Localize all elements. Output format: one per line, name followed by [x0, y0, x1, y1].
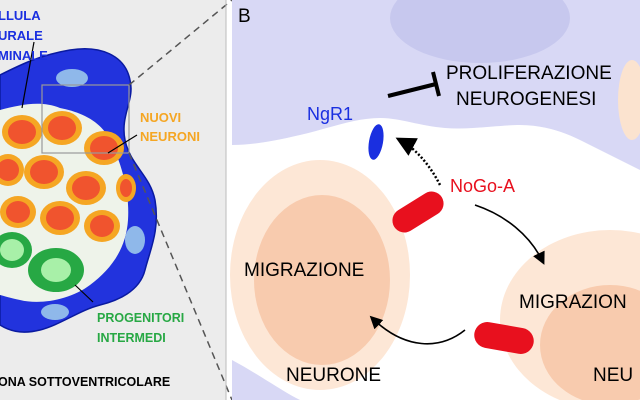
ngr1-receptor: [368, 124, 384, 160]
new-neurons-label-line-2: NEURONI: [140, 129, 200, 144]
progenitors-label-line-2: INTERMEDI: [97, 331, 166, 345]
migration-arrow-left: [369, 315, 466, 345]
progenitors-label-line-1: PROGENITORI: [97, 311, 184, 325]
neuron-2-nucleus: [540, 285, 640, 400]
intermediate-progenitors: [0, 232, 84, 292]
stem-cell-label-line-3: MINALE: [0, 48, 48, 63]
ligand-label: NoGo-A: [450, 176, 515, 196]
neuron-label-2: NEU: [593, 365, 633, 386]
stem-cell-label-line-1: LLULA: [0, 8, 41, 23]
cell-nucleus: [56, 69, 88, 87]
zone-label: ONA SOTTOVENTRICOLARE: [0, 375, 170, 389]
inhibition-bar: [431, 71, 441, 97]
pointer-line: [107, 134, 138, 154]
migration-label-2: MIGRAZION: [519, 292, 627, 313]
pointer-line: [21, 41, 35, 109]
neuron-label-1: NEURONE: [286, 365, 381, 386]
migration-label-1: MIGRAZIONE: [244, 260, 364, 281]
receptor-label: NgR1: [307, 104, 353, 124]
cell-edge: [232, 360, 300, 400]
inhibition-arrow: [387, 82, 437, 98]
panel-a: LLULA URALE MINALE NUOVI NEURONI PROGENI…: [0, 0, 226, 400]
new-neurons-cluster: [0, 111, 136, 242]
cell-edge: [618, 60, 640, 140]
binding-arrow: [395, 137, 442, 186]
zoom-connector-top: [128, 0, 233, 86]
effect-label-line-2: NEUROGENESI: [456, 89, 596, 110]
stem-cell-label-line-2: URALE: [0, 28, 43, 43]
nogo-a-molecule-2: [474, 322, 534, 354]
zoom-connector-bottom: [128, 152, 233, 400]
panel-b-letter: B: [238, 6, 251, 27]
panel-b: B PROLIFERAZIONE NEUROGENESI NgR1 NoGo-A…: [230, 0, 640, 400]
pointer-line: [74, 284, 94, 303]
cell-nucleus: [125, 226, 145, 254]
stem-cell-nucleus: [390, 0, 570, 63]
cell-nucleus: [41, 304, 69, 320]
zoom-box: [41, 84, 130, 154]
effect-label-line-1: PROLIFERAZIONE: [446, 63, 612, 84]
neuron-1-nucleus: [254, 195, 390, 365]
migration-arrow-right: [474, 204, 545, 265]
new-neurons-label-line-1: NUOVI: [140, 110, 181, 125]
nogo-a-molecule-1: [392, 191, 444, 233]
